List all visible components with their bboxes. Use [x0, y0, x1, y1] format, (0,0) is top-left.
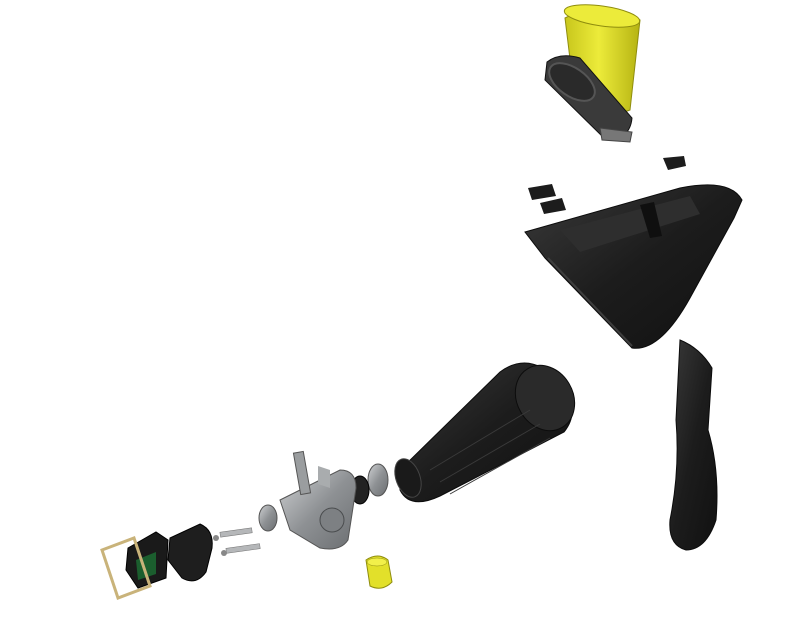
gasket-icon — [100, 536, 152, 600]
jet-package-icon — [365, 555, 393, 589]
airbox-housing-icon — [524, 184, 743, 349]
clip-icon — [528, 156, 686, 214]
bolt-icon — [213, 527, 261, 556]
conical-air-filter-icon — [544, 4, 641, 143]
side-cover-icon — [669, 339, 718, 551]
intake-hose-icon — [394, 362, 576, 503]
carburetor-icon — [279, 450, 357, 550]
